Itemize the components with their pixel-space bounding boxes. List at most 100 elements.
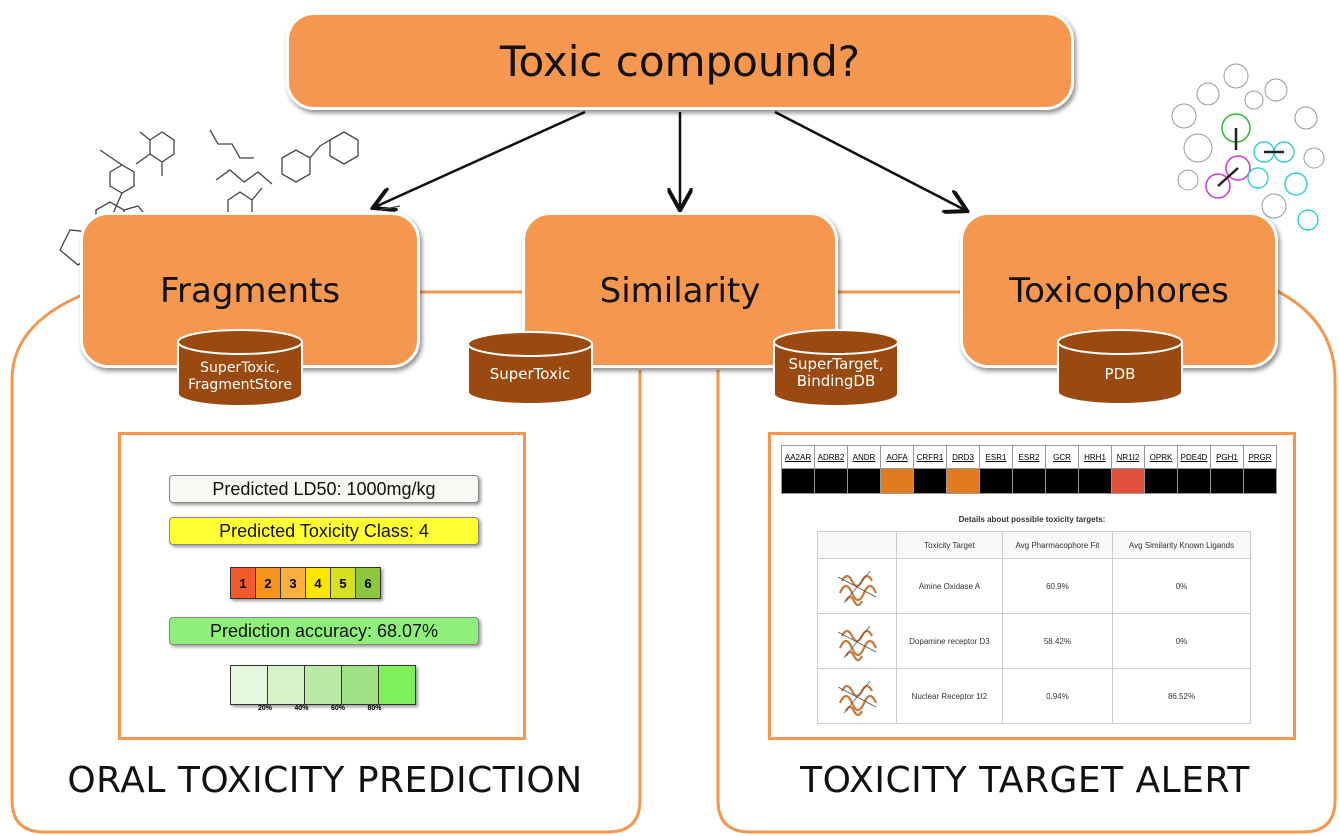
details-pharmacophore-fit: 0.94%	[1001, 668, 1114, 724]
target-gcr[interactable]: GCR	[1045, 445, 1079, 469]
database-similarity-label: SuperToxic	[489, 365, 571, 383]
toxicity-class-cell: 4	[306, 568, 331, 598]
details-column-header: Toxicity Target	[896, 531, 1003, 559]
toxicophores-label: Toxicophores	[1009, 271, 1229, 311]
target-heat-cell	[847, 468, 881, 494]
accuracy-tick: 60%	[331, 705, 346, 712]
details-pharmacophore-fit: 60.9%	[1001, 558, 1114, 614]
accuracy-cell	[305, 666, 342, 704]
target-heat-cell	[814, 468, 848, 494]
target-heat-cell	[1177, 468, 1211, 494]
database-fragments-line1: SuperToxic,	[200, 360, 280, 376]
toxic-compound-box: Toxic compound?	[286, 12, 1074, 110]
arrow-toxicophores	[774, 110, 965, 210]
accuracy-cell	[342, 666, 379, 704]
toxic-compound-label: Toxic compound?	[499, 36, 861, 86]
protein-structure-icon	[817, 613, 897, 669]
target-heat-cell	[1045, 468, 1079, 494]
database-similarity: SuperToxic	[466, 330, 594, 406]
target-hrh1[interactable]: HRH1	[1078, 445, 1112, 469]
target-heat-cell	[1243, 468, 1277, 494]
database-fragments: SuperToxic, FragmentStore	[176, 328, 304, 408]
accuracy-tick: 20%	[258, 705, 273, 712]
database-targets-line2: BindingDB	[796, 372, 876, 390]
target-esr1[interactable]: ESR1	[979, 445, 1013, 469]
accuracy-scale	[230, 665, 416, 705]
toxicity-class-pill: Predicted Toxicity Class: 4	[169, 517, 479, 545]
target-drd3[interactable]: DRD3	[946, 445, 980, 469]
target-frame	[716, 288, 1337, 834]
details-similarity: 0%	[1112, 558, 1251, 614]
target-caption: TOXICITY TARGET ALERT	[800, 760, 1250, 801]
details-pharmacophore-fit: 58.42%	[1001, 613, 1114, 669]
target-nr1i2[interactable]: NR1I2	[1111, 445, 1145, 469]
accuracy-ticks: 20%40%60%80%	[230, 705, 412, 715]
database-fragments-line2: FragmentStore	[188, 377, 292, 393]
details-column-header: Avg Similarity Known Ligands	[1112, 531, 1251, 559]
accuracy-pill: Prediction accuracy: 68.07%	[169, 617, 479, 645]
details-target-name: Dopamine receptor D3	[896, 613, 1003, 669]
target-aa2ar[interactable]: AA2AR	[781, 445, 815, 469]
accuracy-tick: 80%	[367, 705, 382, 712]
ld50-pill: Predicted LD50: 1000mg/kg	[169, 475, 479, 503]
target-esr2[interactable]: ESR2	[1012, 445, 1046, 469]
target-crfr1[interactable]: CRFR1	[913, 445, 947, 469]
database-targets-line1: SuperTarget,	[788, 355, 884, 373]
database-icon	[773, 329, 899, 407]
accuracy-cell	[268, 666, 305, 704]
target-andr[interactable]: ANDR	[847, 445, 881, 469]
database-pdb: PDB	[1056, 328, 1184, 406]
fragments-label: Fragments	[159, 271, 341, 311]
toxicity-class-cell: 1	[231, 568, 256, 598]
accuracy-cell	[379, 666, 415, 704]
target-heat-cell	[1012, 468, 1046, 494]
details-similarity: 86.52%	[1112, 668, 1251, 724]
target-oprk[interactable]: OPRK	[1144, 445, 1178, 469]
pharmacophore-model-icon	[1171, 63, 1325, 231]
target-heat-cell	[1078, 468, 1112, 494]
oral-frame	[10, 288, 642, 834]
details-target-name: Amine Oxidase A	[896, 558, 1003, 614]
oral-toxicity-panel: Predicted LD50: 1000mg/kg Predicted Toxi…	[118, 432, 526, 740]
similarity-label: Similarity	[599, 271, 761, 311]
protein-structure-icon	[817, 668, 897, 724]
accuracy-text: Prediction accuracy: 68.07%	[209, 620, 439, 641]
ld50-text: Predicted LD50: 1000mg/kg	[212, 478, 436, 499]
database-icon	[1057, 329, 1183, 405]
toxicity-class-cell: 6	[356, 568, 380, 598]
target-pde4d[interactable]: PDE4D	[1177, 445, 1211, 469]
details-title: Details about possible toxicity targets:	[958, 515, 1106, 524]
target-heat-cell	[1210, 468, 1244, 494]
target-heat-cell	[781, 468, 815, 494]
target-aofa[interactable]: AOFA	[880, 445, 914, 469]
details-target-name: Nuclear Receptor 1I2	[896, 668, 1003, 724]
toxicity-class-cell: 5	[331, 568, 356, 598]
details-similarity: 0%	[1112, 613, 1251, 669]
target-pgh1[interactable]: PGH1	[1210, 445, 1244, 469]
toxicity-class-text: Predicted Toxicity Class: 4	[219, 520, 429, 541]
oral-caption: ORAL TOXICITY PREDICTION	[67, 760, 583, 801]
target-adrb2[interactable]: ADRB2	[814, 445, 848, 469]
database-icon	[177, 329, 303, 407]
toxicity-class-cell: 3	[281, 568, 306, 598]
database-icon	[467, 331, 593, 405]
database-pdb-label: PDB	[1104, 365, 1136, 383]
arrow-fragments	[375, 110, 586, 207]
target-heat-cell	[880, 468, 914, 494]
target-prgr[interactable]: PRGR	[1243, 445, 1277, 469]
target-heat-cell	[979, 468, 1013, 494]
details-column-header: Avg Pharmacophore Fit	[1001, 531, 1114, 559]
details-column-header	[817, 531, 897, 559]
toxicity-class-cell: 2	[256, 568, 281, 598]
target-heat-cell	[913, 468, 947, 494]
target-heat-cell	[1111, 468, 1145, 494]
database-targets: SuperTarget, BindingDB	[772, 328, 900, 408]
target-heat-cell	[946, 468, 980, 494]
